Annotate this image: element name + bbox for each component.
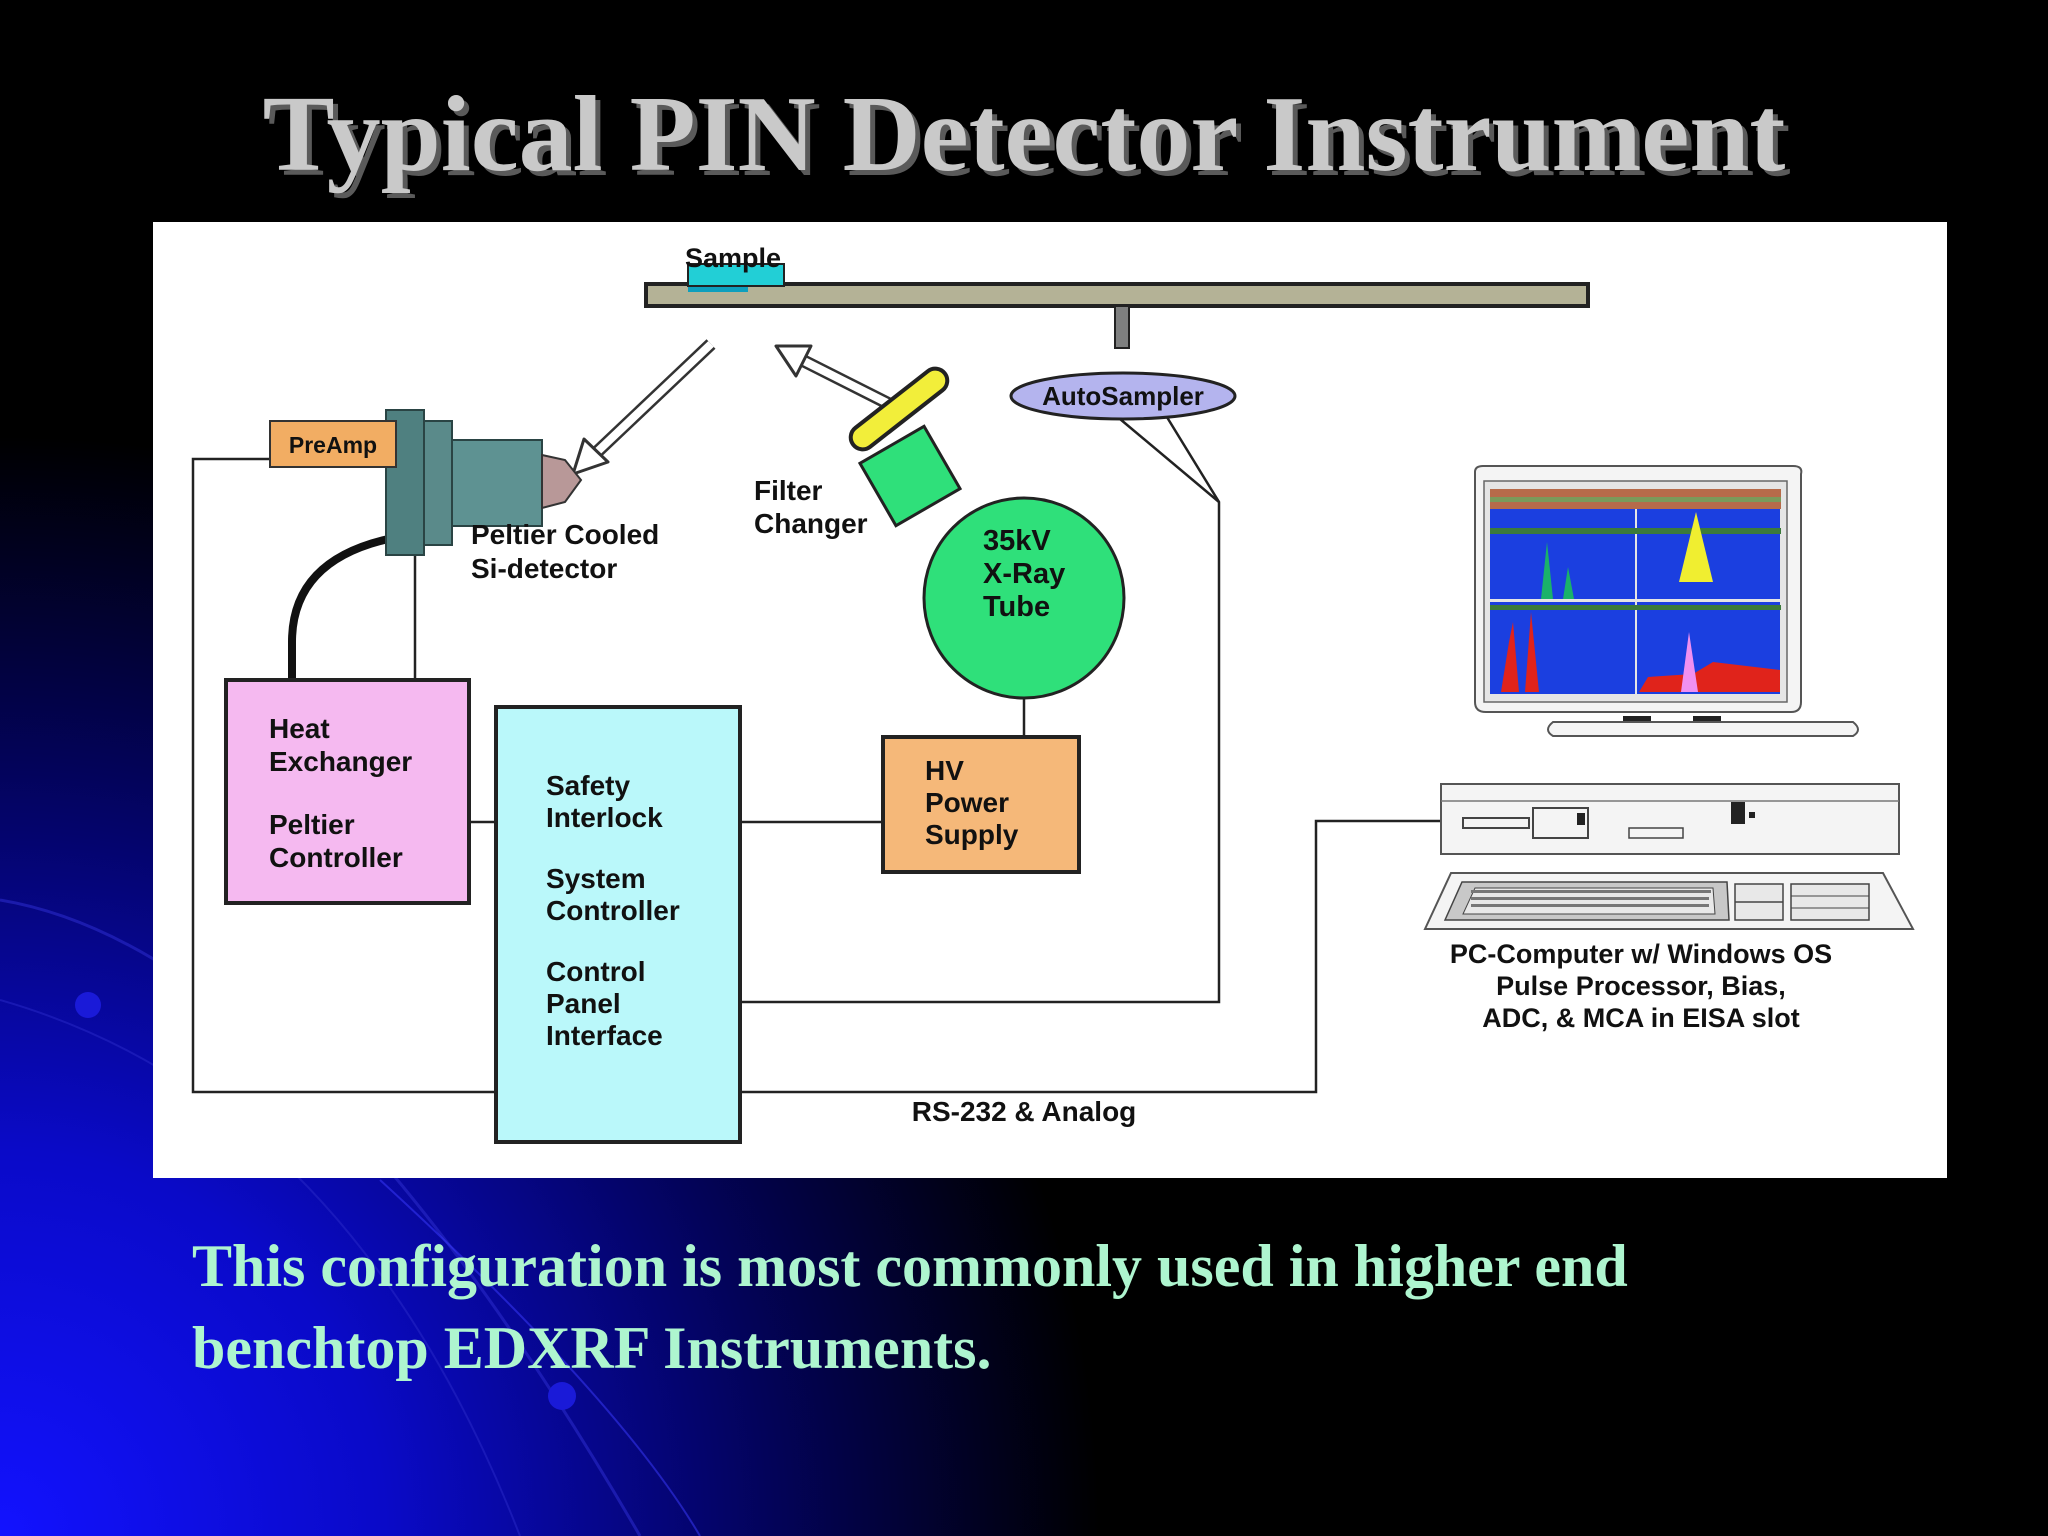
pc-label-line1: PC-Computer w/ Windows OS bbox=[1450, 939, 1832, 969]
autosampler-shaft bbox=[1114, 305, 1130, 349]
preamp-label: PreAmp bbox=[289, 432, 377, 458]
pc-keyboard bbox=[1423, 872, 1915, 930]
controller-label-line4: Controller bbox=[546, 895, 680, 926]
sample-holder bbox=[687, 263, 785, 287]
detector-cable bbox=[288, 533, 399, 680]
autosampler-label: AutoSampler bbox=[1042, 381, 1204, 411]
bus-label: RS-232 & Analog bbox=[912, 1096, 1137, 1127]
sample-label: Sample bbox=[685, 243, 781, 273]
filter-label-line1: Filter bbox=[754, 475, 823, 506]
diagram-panel: Sample AutoSampler PreAmp Peltier Cooled… bbox=[153, 222, 1947, 1178]
system-controller-box bbox=[494, 705, 742, 1144]
detector-label-line2: Si-detector bbox=[471, 553, 617, 584]
controller-label-line6: Panel bbox=[546, 988, 621, 1019]
monitor-screen bbox=[1483, 480, 1788, 703]
heat-label-line3: Peltier bbox=[269, 809, 355, 840]
hv-power-supply-box bbox=[881, 735, 1081, 874]
heat-label-line2: Exchanger bbox=[269, 746, 412, 777]
sample-stage bbox=[644, 282, 1590, 308]
heat-label-line4: Controller bbox=[269, 842, 403, 873]
controller-label-line7: Interface bbox=[546, 1020, 663, 1051]
slide-title: Typical PIN Detector Instrument bbox=[262, 75, 1786, 194]
controller-label-line5: Control bbox=[546, 956, 646, 987]
slide-caption: This configuration is most commonly used… bbox=[192, 1225, 1952, 1389]
tube-label-line3: Tube bbox=[983, 591, 1050, 623]
beam-arrows bbox=[571, 339, 912, 476]
detector-label-line1: Peltier Cooled bbox=[471, 519, 659, 550]
pc-label-line3: ADC, & MCA in EISA slot bbox=[1482, 1003, 1800, 1033]
instrument-diagram: Sample AutoSampler PreAmp Peltier Cooled… bbox=[191, 243, 1915, 1144]
hv-label-line2: Power bbox=[925, 787, 1009, 818]
hv-label-line3: Supply bbox=[925, 819, 1019, 850]
preamp-box bbox=[269, 420, 397, 468]
caption-line2: benchtop EDXRF Instruments. bbox=[192, 1315, 992, 1381]
si-detector bbox=[385, 409, 583, 556]
autosampler bbox=[1009, 371, 1237, 421]
xray-tube bbox=[922, 496, 1126, 700]
controller-label-line1: Safety bbox=[546, 770, 630, 801]
caption-line1: This configuration is most commonly used… bbox=[192, 1233, 1628, 1299]
wiring bbox=[191, 395, 1441, 1094]
pc-label-line2: Pulse Processor, Bias, bbox=[1496, 971, 1786, 1001]
filter-changer bbox=[848, 366, 950, 452]
heat-label-line1: Heat bbox=[269, 713, 330, 744]
controller-label-line3: System bbox=[546, 863, 646, 894]
pc-tower bbox=[1440, 783, 1900, 855]
controller-label-line2: Interlock bbox=[546, 802, 663, 833]
tube-label-line2: X-Ray bbox=[983, 558, 1065, 590]
heat-exchanger-box bbox=[224, 678, 471, 905]
filter-label-line2: Changer bbox=[754, 508, 868, 539]
xray-tube-neck bbox=[857, 424, 963, 528]
tube-label-line1: 35kV bbox=[983, 525, 1051, 557]
hv-label-line1: HV bbox=[925, 755, 964, 786]
